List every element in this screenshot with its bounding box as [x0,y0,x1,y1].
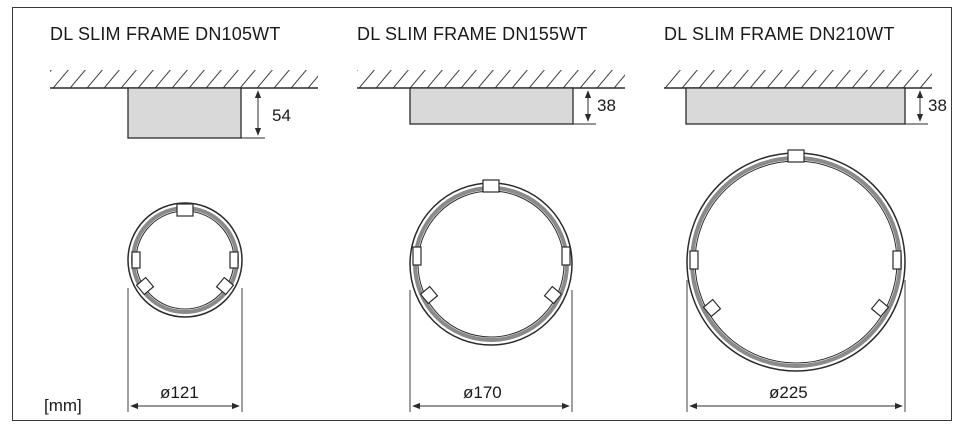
dn155-height-label: 38 [597,96,616,115]
dn105-side-view [50,70,318,139]
dn210-height-label: 38 [928,96,947,115]
dn155-diameter-dimension [409,290,573,412]
dn155-ring-top-view [409,179,573,346]
dn105-diameter-label: ø121 [160,383,199,402]
model-title-dn155: DL SLIM FRAME DN155WT [357,24,588,44]
dn210-side-view [664,70,932,125]
dn210-ring-top-view [686,149,906,372]
dn105-diameter-dimension [127,288,243,412]
model-title-dn210: DL SLIM FRAME DN210WT [664,24,895,44]
dn155-diameter-label: ø170 [463,383,502,402]
dn105-height-label: 54 [272,106,291,125]
model-title-dn105: DL SLIM FRAME DN105WT [50,24,281,44]
dn155-side-view [357,70,625,125]
dn210-diameter-label: ø225 [769,383,808,402]
dn210-diameter-dimension [686,280,906,412]
unit-label: [mm] [44,396,82,415]
dn105-ring-top-view [127,202,243,318]
